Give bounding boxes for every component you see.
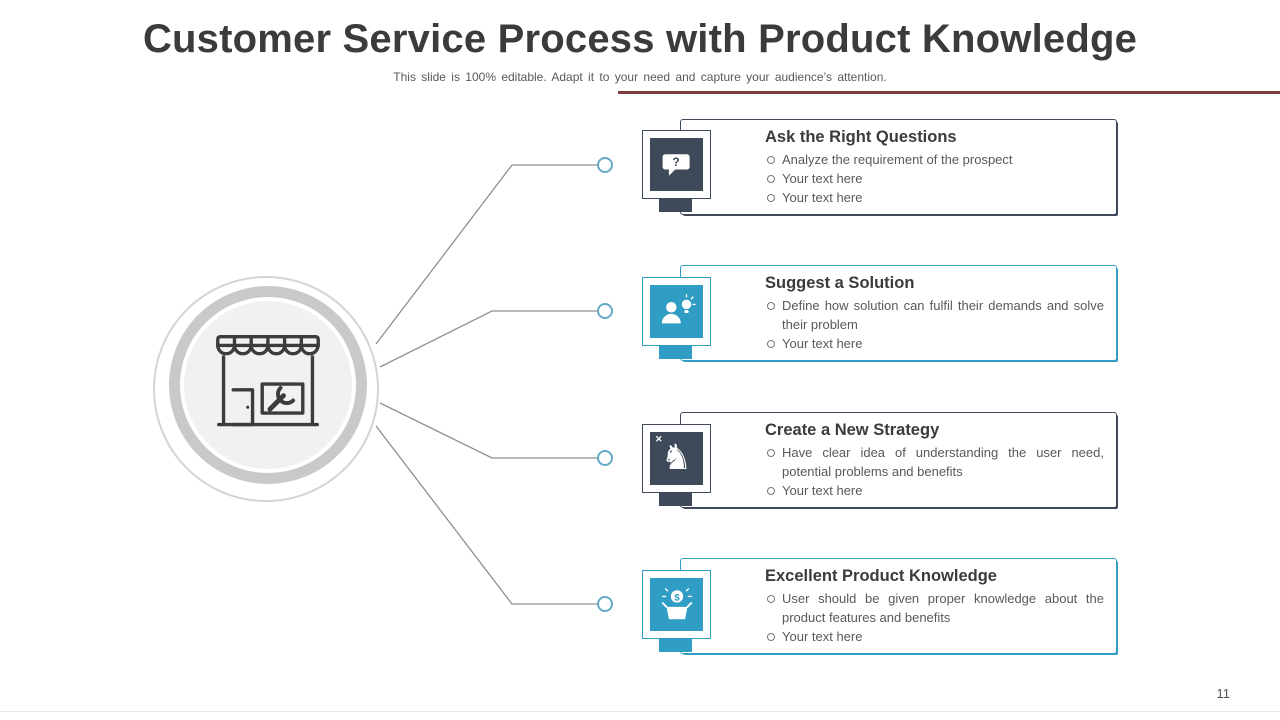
hub-inner-circle	[184, 301, 352, 469]
connector-node	[597, 303, 613, 319]
step-heading: Excellent Product Knowledge	[765, 567, 997, 585]
chess-knight-strategy-icon: ♞ ✕	[642, 424, 711, 493]
step-card: Suggest a Solution Define how solution c…	[680, 265, 1117, 361]
dollar-glyph: $	[674, 592, 680, 603]
cross-mark: ✕	[655, 434, 663, 444]
connector-node	[597, 596, 613, 612]
knight-glyph: ♞	[660, 438, 693, 478]
step-card: Ask the Right Questions Analyze the requ…	[680, 119, 1117, 215]
icon-accent-tab	[659, 637, 692, 652]
bullet-item: Your text here	[765, 334, 1104, 353]
bullet-item: Analyze the requirement of the prospect	[765, 150, 1104, 169]
person-idea-bulb-icon-inner	[650, 285, 703, 338]
bullet-item: Your text here	[765, 627, 1104, 646]
chat-question-icon: ?	[642, 130, 711, 199]
page-number: 11	[1216, 686, 1231, 701]
connector-node	[597, 157, 613, 173]
bullet-item: Define how solution can fulfil their dem…	[765, 296, 1104, 334]
hub-outer-ring	[153, 276, 379, 502]
bullet-list: Analyze the requirement of the prospect …	[765, 150, 1104, 207]
bullet-item: User should be given proper knowledge ab…	[765, 589, 1104, 627]
bullet-item: Your text here	[765, 169, 1104, 188]
step-heading: Ask the Right Questions	[765, 128, 957, 146]
slide-footer-line	[0, 711, 1280, 712]
chess-knight-strategy-icon-inner: ♞ ✕	[650, 432, 703, 485]
icon-accent-tab	[659, 344, 692, 359]
service-store-icon	[216, 335, 320, 427]
bullet-list: Have clear idea of understanding the use…	[765, 443, 1104, 500]
gift-box-dollar-icon-inner: $	[650, 578, 703, 631]
gift-box-dollar-icon: $	[642, 570, 711, 639]
bullet-list: User should be given proper knowledge ab…	[765, 589, 1104, 646]
step-card: Create a New Strategy Have clear idea of…	[680, 412, 1117, 508]
step-heading: Suggest a Solution	[765, 274, 915, 292]
person-idea-bulb-icon	[642, 277, 711, 346]
connector-node	[597, 450, 613, 466]
title-underline	[618, 91, 1280, 94]
bullet-item: Your text here	[765, 188, 1104, 207]
step-heading: Create a New Strategy	[765, 421, 940, 439]
slide-subtitle: This slide is 100% editable. Adapt it to…	[393, 70, 887, 84]
chat-question-icon-inner: ?	[650, 138, 703, 191]
step-card: Excellent Product Knowledge User should …	[680, 558, 1117, 654]
bullet-list: Define how solution can fulfil their dem…	[765, 296, 1104, 353]
icon-accent-tab	[659, 197, 692, 212]
bullet-item: Your text here	[765, 481, 1104, 500]
icon-accent-tab	[659, 491, 692, 506]
slide-title: Customer Service Process with Product Kn…	[142, 17, 1138, 61]
question-glyph: ?	[672, 155, 679, 168]
bullet-item: Have clear idea of understanding the use…	[765, 443, 1104, 481]
